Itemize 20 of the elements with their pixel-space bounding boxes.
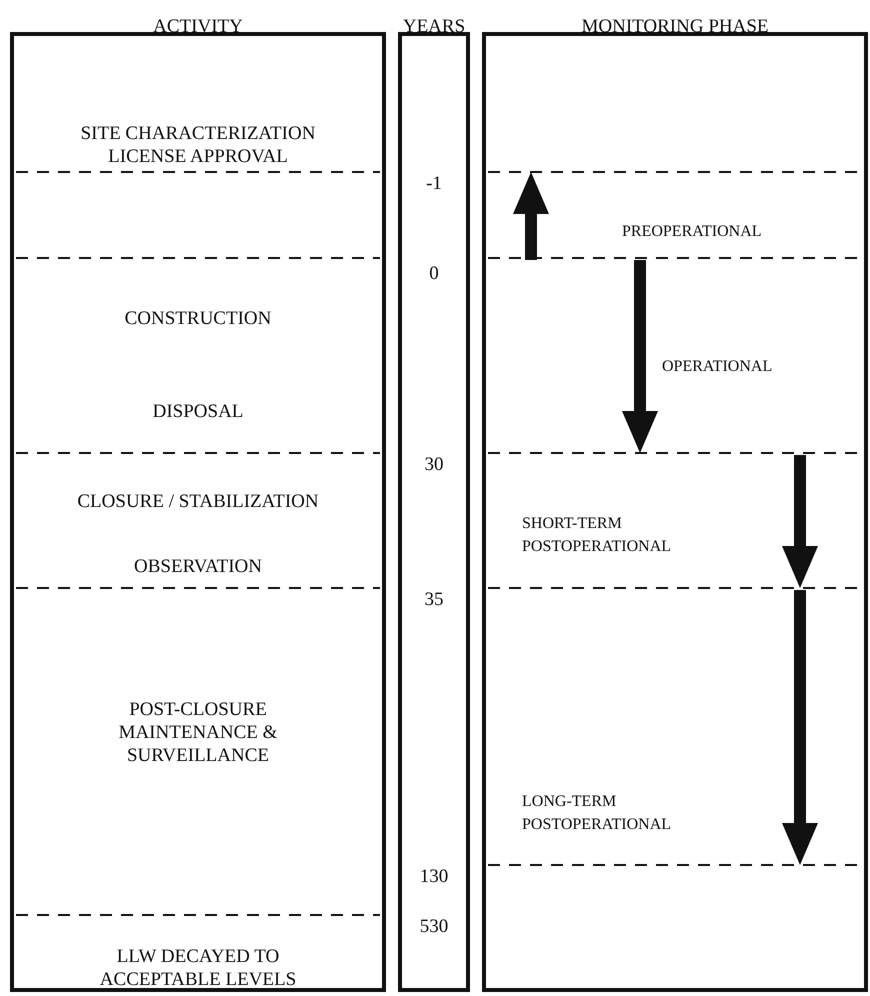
year-label: 530	[418, 915, 450, 938]
phase-label: LONG-TERM POSTOPERATIONAL	[522, 792, 672, 835]
phase-label: SHORT-TERM POSTOPERATIONAL	[522, 514, 672, 557]
year-label: 35	[424, 588, 444, 611]
phase-label: PREOPERATIONAL	[622, 222, 763, 242]
activity-label: CLOSURE / STABILIZATION	[76, 490, 320, 513]
column-heading: MONITORING PHASE	[580, 15, 770, 38]
activity-label: DISPOSAL	[152, 400, 244, 423]
year-label: -1	[425, 172, 443, 195]
activity-label: OBSERVATION	[133, 555, 263, 578]
activity-label: LLW DECAYED TO ACCEPTABLE LEVELS	[98, 945, 298, 991]
year-label: 130	[418, 865, 450, 888]
activity-label: POST-CLOSURE MAINTENANCE & SURVEILLANCE	[118, 698, 278, 767]
activity-label: CONSTRUCTION	[124, 307, 272, 330]
activity-label: SITE CHARACTERIZATION LICENSE APPROVAL	[80, 122, 316, 168]
phase-label: OPERATIONAL	[662, 357, 774, 377]
column-heading: ACTIVITY	[152, 15, 244, 38]
year-label: 30	[424, 453, 444, 476]
column-heading: YEARS	[402, 15, 466, 38]
year-label: 0	[428, 262, 440, 285]
